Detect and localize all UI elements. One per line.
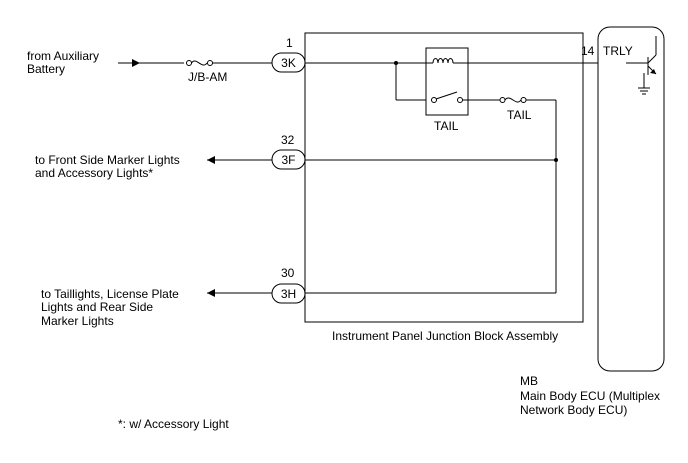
- svg-text:3H: 3H: [281, 287, 296, 301]
- transistor-icon: [626, 36, 657, 95]
- trly-signal: TRLY: [603, 44, 633, 58]
- connector-3h-pin: 30: [281, 266, 295, 280]
- connector-3f: 3F: [271, 149, 306, 170]
- connector-3k-pin: 1: [286, 36, 293, 50]
- tail-relay: [425, 47, 469, 116]
- svg-text:3K: 3K: [281, 56, 296, 70]
- jb-am-fuse-label: J/B-AM: [188, 70, 227, 84]
- rear-output-label-line2: Lights and Rear Side: [41, 300, 153, 314]
- footnote: *: w/ Accessory Light: [118, 417, 229, 431]
- ecu-name-line1: Main Body ECU (Multiplex: [520, 389, 660, 403]
- ecu-name-line2: Network Body ECU): [520, 403, 627, 417]
- tail-fuse-label: TAIL: [507, 108, 532, 122]
- front-output-label-line1: to Front Side Marker Lights: [35, 153, 180, 167]
- junction-block-label: Instrument Panel Junction Block Assembly: [332, 329, 558, 343]
- rear-output-label-line3: Marker Lights: [41, 314, 114, 328]
- tail-fuse: [468, 97, 556, 103]
- output-bus: [305, 100, 558, 294]
- input-wire: [118, 59, 184, 67]
- ecu-outline: [597, 26, 665, 372]
- relay-feed-wire: [305, 61, 431, 101]
- connector-3h: 3H: [271, 283, 306, 304]
- jb-am-fuse: [186, 60, 272, 66]
- rear-output-label-line1: to Taillights, License Plate: [41, 287, 179, 301]
- input-source-label-line1: from Auxiliary: [27, 49, 99, 63]
- ecu-code: MB: [520, 374, 538, 388]
- rear-output-wire: [207, 289, 272, 297]
- trly-pin: 14: [581, 44, 595, 58]
- input-source-label-line2: Battery: [27, 62, 65, 76]
- relay-label: TAIL: [434, 119, 459, 133]
- front-output-label-line2: and Accessory Lights*: [35, 166, 153, 180]
- connector-3k: 3K: [271, 52, 306, 73]
- svg-text:3F: 3F: [281, 153, 295, 167]
- front-output-wire: [207, 156, 272, 164]
- connector-3f-pin: 32: [281, 133, 295, 147]
